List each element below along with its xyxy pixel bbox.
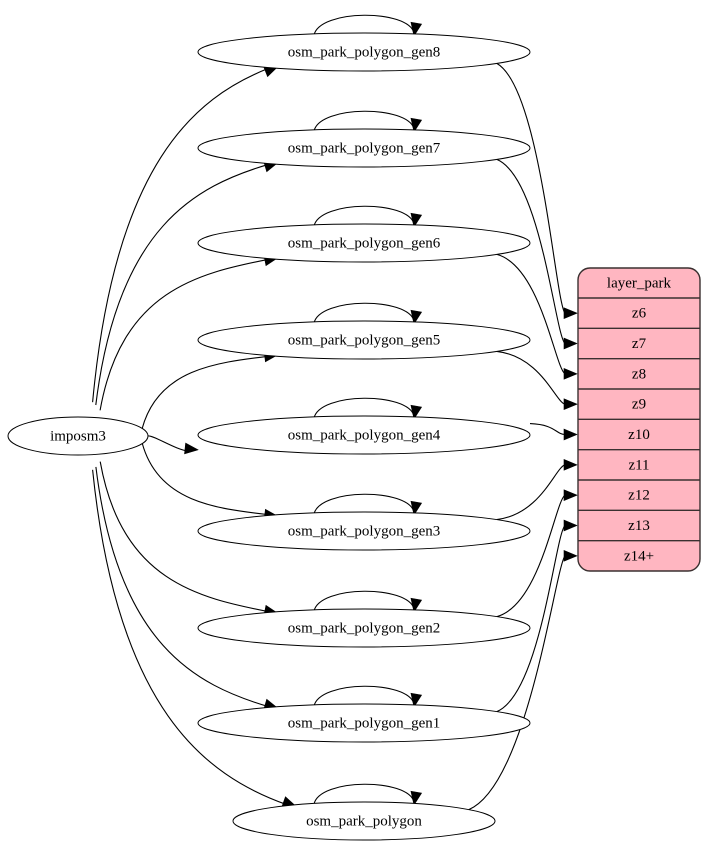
self-loop-edge	[313, 783, 415, 805]
edge-arrowhead	[563, 519, 578, 532]
process-node-ellipse[interactable]	[197, 415, 531, 455]
layer-table-row-z10[interactable]: z10	[628, 427, 650, 443]
edge-process-node-to-zoom-row	[496, 350, 566, 405]
edge-process-node-to-zoom-row	[496, 525, 566, 713]
source-node-ellipse[interactable]	[7, 416, 149, 456]
layer-table-row-z7[interactable]: z7	[632, 336, 647, 352]
layer-table-row-z8[interactable]: z8	[632, 366, 646, 382]
edge-imposm3-to-process-node	[99, 258, 269, 411]
process-node-ellipse[interactable]	[197, 320, 531, 360]
edge-arrowhead	[563, 398, 578, 411]
edge-arrowhead	[563, 489, 578, 502]
process-node-label: osm_park_polygon_gen3	[288, 523, 440, 539]
self-loop-arrowhead	[410, 597, 423, 613]
process-nodes: osm_park_polygon_gen8 osm_park_polygon_ge…	[197, 32, 531, 841]
process-node-ellipse[interactable]	[197, 223, 531, 263]
edges-to-layer-table	[468, 62, 578, 811]
process-node-label: osm_park_polygon_gen4	[288, 427, 441, 443]
self-loop-arrowhead	[410, 212, 423, 228]
edge-imposm3-to-process-node	[141, 355, 269, 429]
edge-imposm3-to-process-node	[141, 443, 269, 516]
source-node[interactable]: imposm3	[7, 416, 149, 456]
edge-arrowhead	[184, 442, 199, 455]
layer-table-row-z6[interactable]: z6	[632, 306, 647, 322]
self-loop-arrowhead	[410, 404, 423, 420]
layer-table-row-z13[interactable]: z13	[628, 518, 650, 534]
self-loop-arrowhead	[410, 309, 423, 325]
edge-process-node-to-zoom-row	[496, 494, 566, 618]
self-loop-arrowhead	[410, 500, 423, 516]
process-node-label: osm_park_polygon_gen6	[288, 235, 441, 251]
edge-process-node-to-zoom-row	[529, 423, 566, 436]
self-loop-arrowhead	[410, 21, 423, 37]
self-loop-edge	[313, 397, 415, 419]
edge-arrowhead	[563, 307, 578, 320]
edge-imposm3-to-process-node	[92, 67, 269, 403]
process-node-ellipse[interactable]	[197, 128, 531, 168]
edge-arrowhead	[563, 458, 578, 471]
edge-arrowhead	[563, 337, 578, 350]
edge-process-node-to-zoom-row	[496, 62, 566, 314]
process-node-label: osm_park_polygon_gen2	[288, 620, 440, 636]
process-node-label: osm_park_polygon	[306, 813, 422, 829]
process-node-ellipse[interactable]	[197, 703, 531, 743]
process-node-label: osm_park_polygon_gen8	[288, 44, 440, 60]
edge-arrowhead	[563, 367, 578, 380]
process-node-label: osm_park_polygon_gen7	[288, 140, 441, 156]
process-node-ellipse[interactable]	[197, 32, 531, 72]
self-loop-arrowhead	[410, 790, 423, 806]
process-node-label: osm_park_polygon_gen5	[288, 332, 440, 348]
edge-imposm3-to-process-node	[95, 466, 269, 708]
edge-arrowhead	[563, 549, 578, 562]
self-loop-edge	[313, 205, 415, 227]
edge-imposm3-to-process-node	[99, 461, 269, 613]
process-node-ellipse[interactable]	[232, 801, 496, 841]
edge-process-node-to-zoom-row	[496, 158, 566, 344]
edge-imposm3-to-process-node	[92, 469, 288, 806]
source-node-label: imposm3	[50, 428, 106, 444]
self-loop-edges	[313, 14, 423, 806]
self-loop-edge	[313, 685, 415, 707]
edge-process-node-to-zoom-row	[496, 253, 566, 375]
edge-process-node-to-zoom-row	[496, 464, 566, 521]
self-loop-edge	[313, 493, 415, 515]
self-loop-edge	[313, 590, 415, 612]
edge-imposm3-to-process-node	[95, 163, 269, 406]
layer-table-row-z14+[interactable]: z14+	[624, 548, 654, 564]
self-loop-edge	[313, 302, 415, 324]
self-loop-arrowhead	[410, 692, 423, 708]
edge-arrowhead	[563, 428, 578, 441]
edge-process-node-to-zoom-row	[468, 555, 566, 811]
process-node-label: osm_park_polygon_gen1	[288, 715, 440, 731]
self-loop-edge	[313, 14, 415, 36]
layer-table-row-z11[interactable]: z11	[628, 457, 649, 473]
process-node-ellipse[interactable]	[197, 608, 531, 648]
process-node-ellipse[interactable]	[197, 511, 531, 551]
edge-imposm3-to-process-node	[147, 435, 190, 452]
layer-table-row-z12[interactable]: z12	[628, 488, 650, 504]
layer-table-row-z9[interactable]: z9	[632, 397, 646, 413]
layer-park-table[interactable]: layer_park z6 z7 z8 z9 z10 z11 z12 z13 z14+	[577, 267, 701, 572]
self-loop-arrowhead	[410, 117, 423, 133]
layer-table-header: layer_park	[607, 275, 672, 291]
self-loop-edge	[313, 110, 415, 132]
